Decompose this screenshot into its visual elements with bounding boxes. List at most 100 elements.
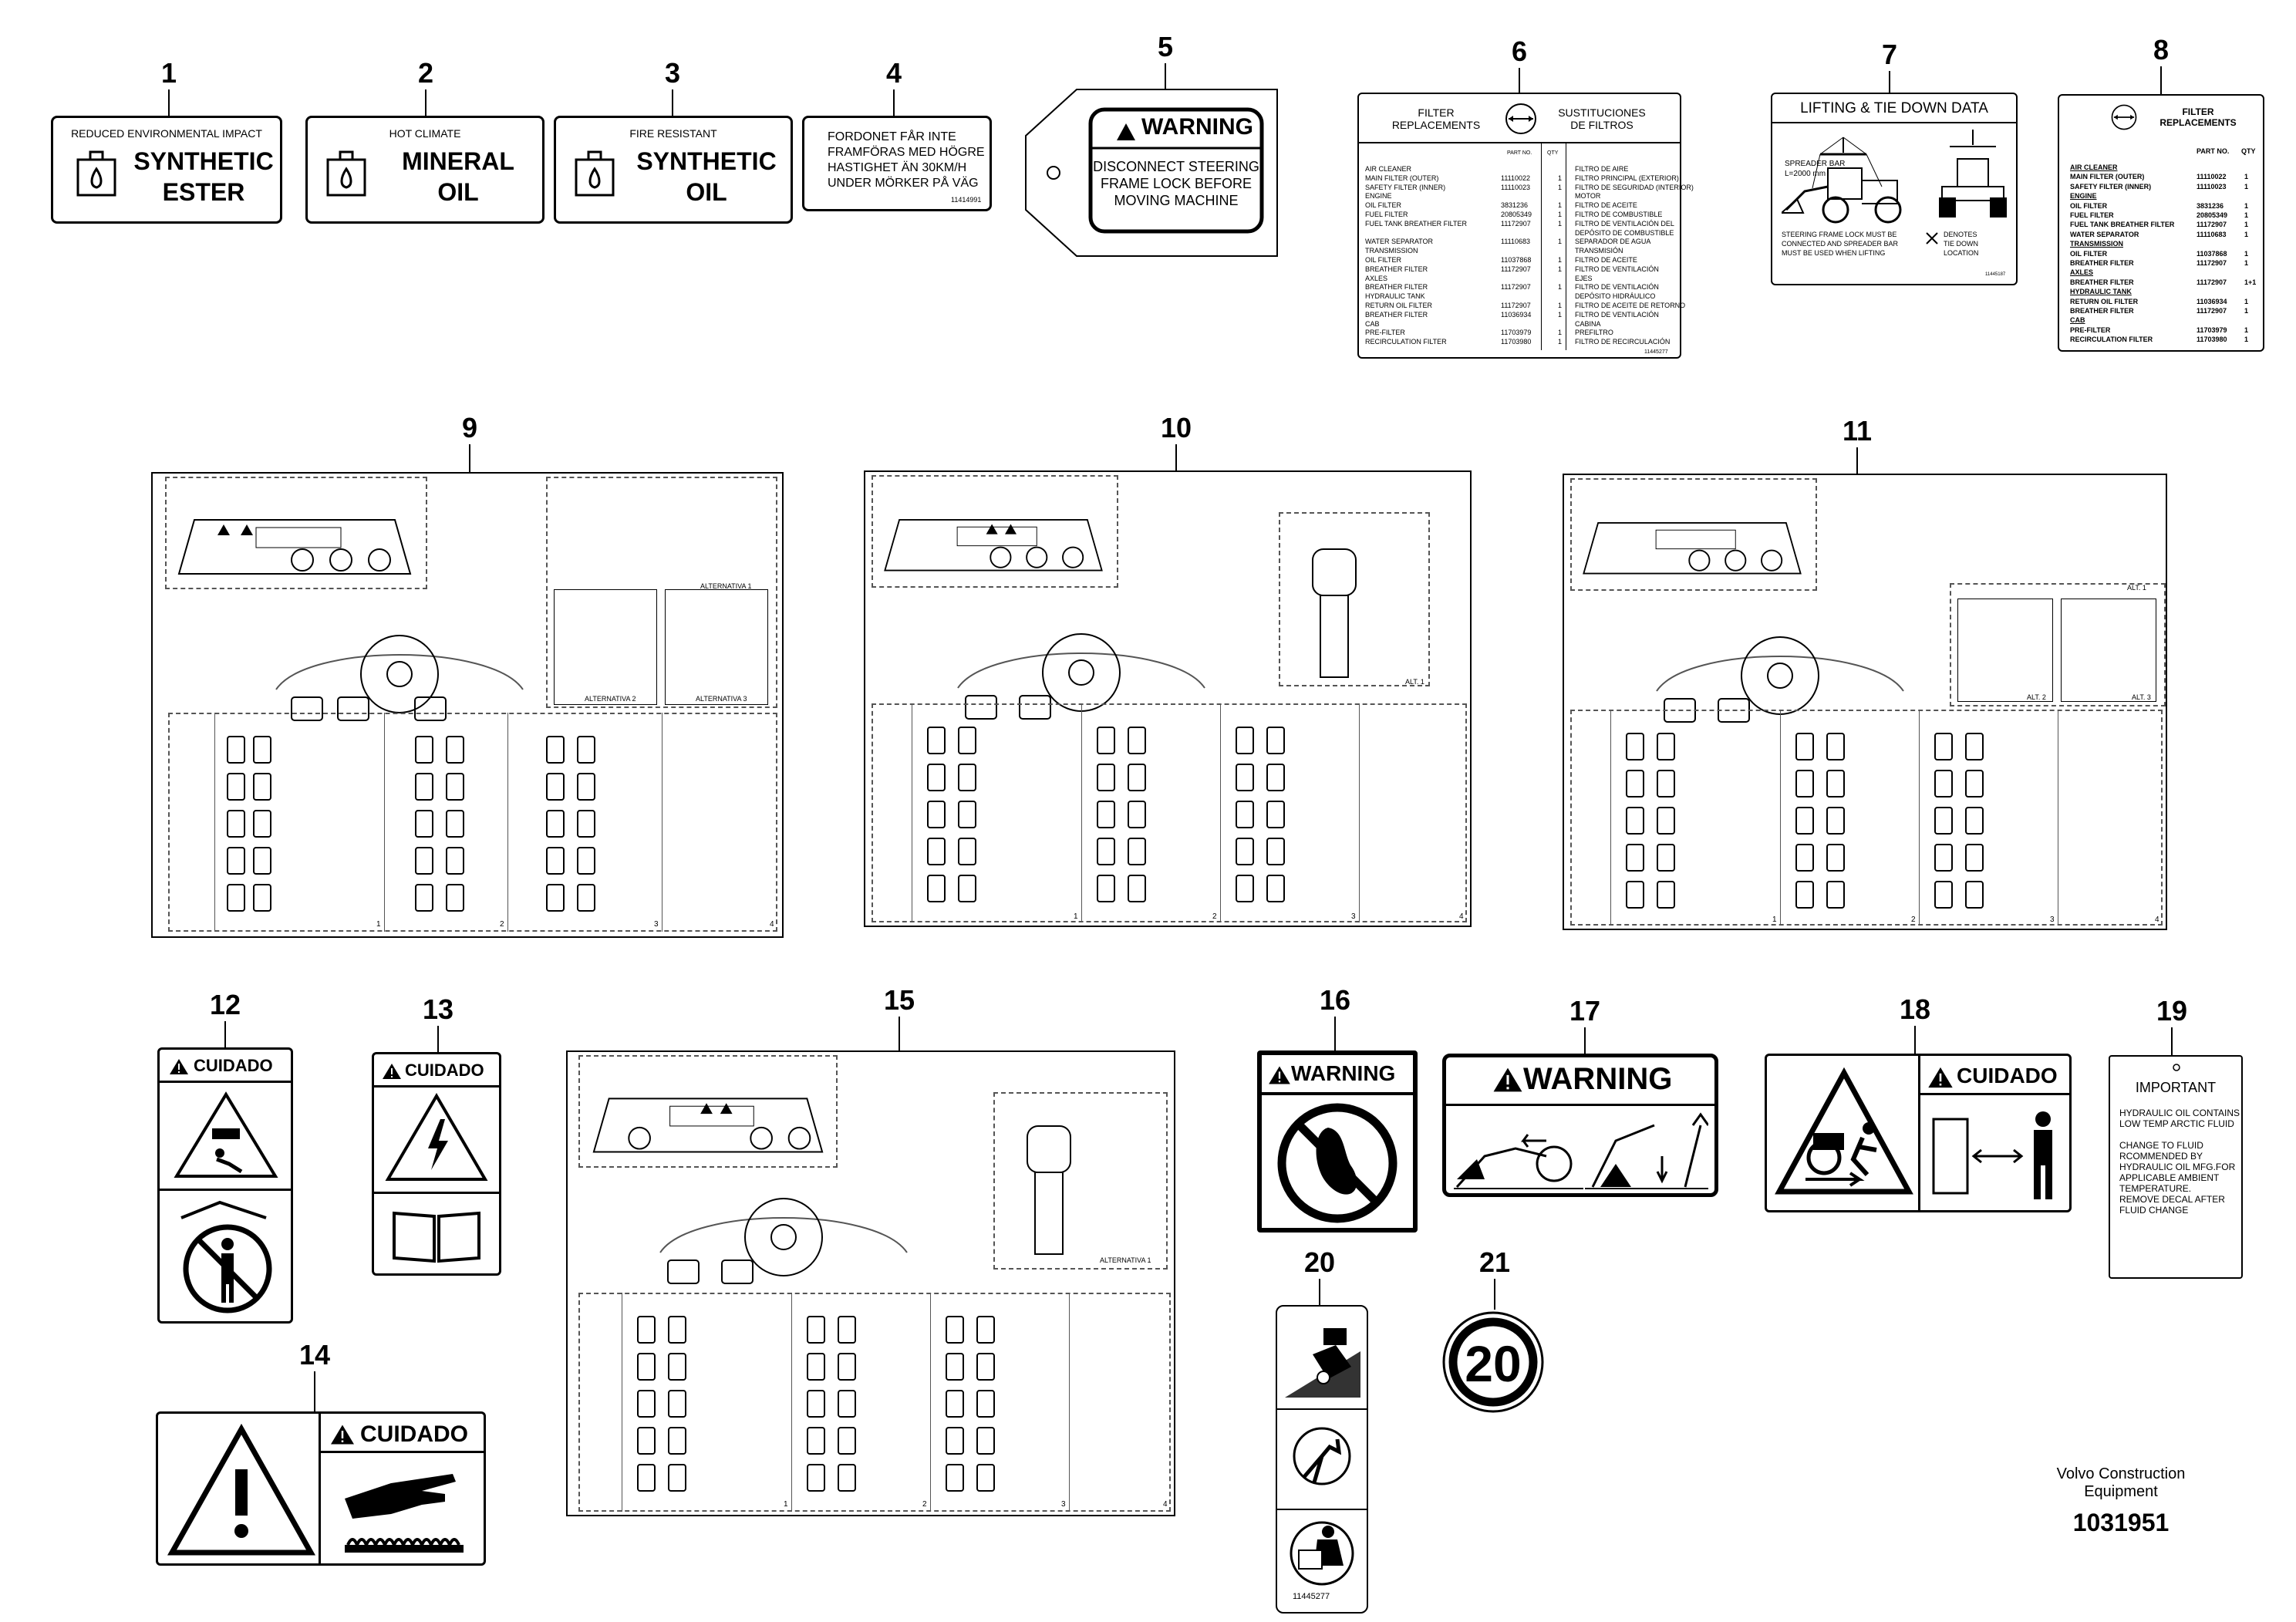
filter-name-es: DEPÓSITO DE COMBUSTIBLE — [1575, 228, 1674, 237]
warning-triangle-icon — [1269, 1066, 1290, 1084]
filter-name-es: MOTOR — [1575, 192, 1601, 201]
rocker-switch-icon — [1965, 881, 1984, 909]
callout-20: 20 — [1303, 1246, 1336, 1278]
rocker-switch-icon — [227, 847, 245, 875]
warning-triangle-icon — [1493, 1067, 1522, 1092]
filter-part-no: 11110023 — [1501, 183, 1531, 191]
filter-qty: 1 — [2244, 201, 2249, 210]
rocker-switch-icon — [958, 764, 976, 791]
joystick-icon — [1312, 548, 1357, 678]
filter-row: DEPÓSITO DE COMBUSTIBLE — [1365, 229, 1677, 238]
rocker-switch-icon — [958, 801, 976, 828]
leader-8 — [2160, 66, 2162, 94]
filter-name-es: FILTRO DE ACEITE — [1575, 256, 1637, 264]
filter-qty: 1+1 — [2244, 278, 2257, 286]
gauge-cluster-icon — [884, 518, 1103, 572]
filter-row: ENGINE — [2070, 192, 2260, 201]
rocker-switch-icon — [546, 810, 565, 838]
alt-box — [2061, 599, 2156, 702]
filter-part-no: 11172907 — [1501, 219, 1531, 228]
warning-triangle-icon — [170, 1059, 188, 1074]
rocker-switch-icon — [577, 736, 595, 764]
filter-qty: 1 — [2244, 211, 2249, 219]
decal-line-2: ESTER — [162, 178, 245, 206]
filter-name: AIR CLEANER — [2070, 164, 2118, 171]
rocker-switch-icon — [1795, 844, 1814, 872]
filter-qty: 1 — [1558, 338, 1563, 346]
filter-name: AXLES — [1365, 274, 1388, 282]
filter-part-no: 11110022 — [2197, 173, 2227, 181]
brand-line-1: Volvo Construction — [2056, 1465, 2186, 1482]
filter-name-es: DEPÓSITO HIDRÁULICO — [1575, 292, 1656, 301]
rocker-switch-icon — [976, 1427, 995, 1455]
rocker-switch-icon — [807, 1390, 825, 1418]
callout-2: 2 — [417, 57, 434, 89]
filter-part-no: 11172907 — [1501, 302, 1531, 309]
steering-wheel-icon — [957, 633, 1205, 720]
filter-qty: 1 — [1558, 211, 1563, 218]
rocker-switch-icon — [637, 1316, 656, 1344]
leader-20 — [1319, 1279, 1320, 1305]
filter-name: PRE-FILTER — [1365, 329, 1405, 337]
operator-manual-icon — [1290, 1521, 1354, 1586]
decal-text-line: FRAMFÖRAS MED HÖGRE — [828, 146, 985, 159]
brand-line-2: Equipment — [2084, 1483, 2158, 1500]
filter-qty: 1 — [1558, 329, 1563, 337]
filter-name: OIL FILTER — [2070, 201, 2108, 210]
oil-can-icon — [76, 150, 116, 197]
decal-synthetic-oil: FIRE RESISTANT SYNTHETIC OIL — [554, 116, 793, 224]
filter-name: WATER SEPARATOR — [2070, 230, 2139, 238]
filter-row: AXLES — [2070, 268, 2260, 278]
decal-text-line: UNDER MÖRKER PÅ VÄG — [828, 177, 979, 190]
leader-4 — [893, 89, 895, 116]
filter-name: CAB — [2070, 316, 2085, 325]
panel11-col-num: 2 — [1911, 916, 1916, 924]
leader-11 — [1856, 447, 1858, 474]
rocker-switch-icon — [1236, 801, 1254, 828]
no-person-icon — [180, 1200, 272, 1313]
rocker-switch-icon — [637, 1464, 656, 1492]
alt-box — [554, 589, 657, 705]
rocker-switch-icon — [668, 1316, 686, 1344]
filter-qty: 1 — [1558, 238, 1563, 246]
alternative-detail — [993, 1092, 1168, 1270]
decal6-title-right: SUSTITUCIONES — [1558, 106, 1646, 119]
callout-1: 1 — [160, 57, 177, 89]
callout-6: 6 — [1511, 35, 1528, 67]
filter-name-es: FILTRO PRINCIPAL (EXTERIOR) — [1575, 174, 1679, 182]
decal8-col-part: PART NO. — [2197, 147, 2230, 155]
callout-14: 14 — [298, 1339, 331, 1371]
rocker-switch-icon — [958, 875, 976, 902]
decal-mineral-oil: HOT CLIMATE MINERAL OIL — [305, 116, 544, 224]
filter-part-no: 11172907 — [1501, 283, 1531, 292]
rocker-switch-icon — [927, 838, 946, 865]
decal5-line: FRAME LOCK BEFORE — [1100, 176, 1253, 191]
filter-icon — [2111, 104, 2137, 130]
tag-hole-icon — [2173, 1064, 2180, 1071]
filter-qty: 1 — [1558, 256, 1563, 264]
loader-lifting-icon — [1782, 137, 1902, 224]
decal-top-text: FIRE RESISTANT — [629, 127, 717, 140]
filter-qty: 1 — [2244, 249, 2249, 258]
decal16-title: WARNING — [1291, 1061, 1396, 1085]
decal19-text: LOW TEMP ARCTIC FLUID — [2119, 1118, 2234, 1129]
rocker-switch-icon — [1826, 807, 1845, 835]
rocker-switch-icon — [446, 773, 464, 801]
panel10-col-num: 3 — [1351, 912, 1356, 921]
leader-7 — [1889, 71, 1890, 93]
rocker-switch-icon — [1657, 770, 1675, 798]
decal7-note-left: MUST BE USED WHEN LIFTING — [1782, 249, 1886, 257]
filter-qty: 1 — [1558, 310, 1563, 319]
rocker-switch-icon — [546, 884, 565, 912]
warning-triangle-icon — [1117, 123, 1135, 140]
panel9-col-num: 4 — [770, 920, 774, 929]
rocker-switch-icon — [1657, 733, 1675, 760]
decal-code: 11414991 — [951, 196, 982, 204]
rocker-switch-icon — [637, 1390, 656, 1418]
decal17-title: WARNING — [1523, 1062, 1673, 1096]
